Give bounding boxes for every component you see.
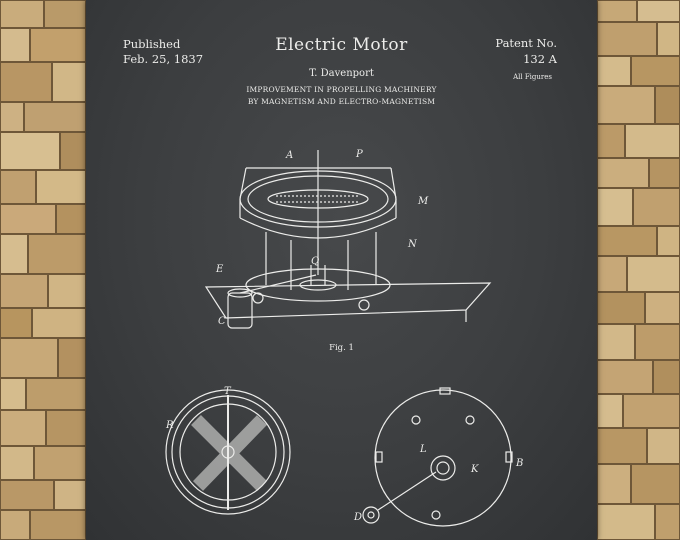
description-line-1: IMPROVEMENT IN PROPELLING MACHINERY bbox=[246, 85, 437, 94]
label-D: D bbox=[353, 512, 362, 523]
label-R: R bbox=[165, 420, 174, 431]
figure-1-drawing bbox=[204, 150, 492, 329]
poster-title: Electric Motor bbox=[275, 35, 408, 55]
label-L: L bbox=[419, 444, 427, 455]
label-P: P bbox=[355, 149, 363, 160]
published-label: Published bbox=[123, 37, 181, 51]
figure-caption: Fig. 1 bbox=[329, 343, 354, 353]
figure-2-drawing bbox=[165, 389, 291, 515]
description-line-2: BY MAGNETISM AND ELECTRO-MAGNETISM bbox=[247, 97, 436, 106]
figures-note: All Figures bbox=[513, 73, 552, 81]
label-Q: Q bbox=[311, 256, 319, 267]
label-B: B bbox=[515, 458, 523, 469]
label-A: A bbox=[285, 150, 293, 161]
label-N: N bbox=[407, 239, 418, 250]
figure-3-drawing bbox=[362, 387, 513, 527]
inventor-name: T. Davenport bbox=[309, 68, 374, 79]
patent-poster: Published Feb. 25, 1837 Electric Motor P… bbox=[86, 0, 597, 540]
label-K: K bbox=[470, 464, 479, 475]
label-E: E bbox=[215, 264, 224, 275]
motor-drawings: A P M N E Q C T R L K B D bbox=[165, 149, 523, 527]
label-C: C bbox=[218, 316, 226, 327]
published-date: Feb. 25, 1837 bbox=[123, 52, 204, 66]
label-M: M bbox=[417, 196, 429, 207]
patent-label: Patent No. bbox=[495, 36, 557, 50]
label-T: T bbox=[224, 386, 232, 397]
patent-number: 132 A bbox=[523, 52, 557, 66]
